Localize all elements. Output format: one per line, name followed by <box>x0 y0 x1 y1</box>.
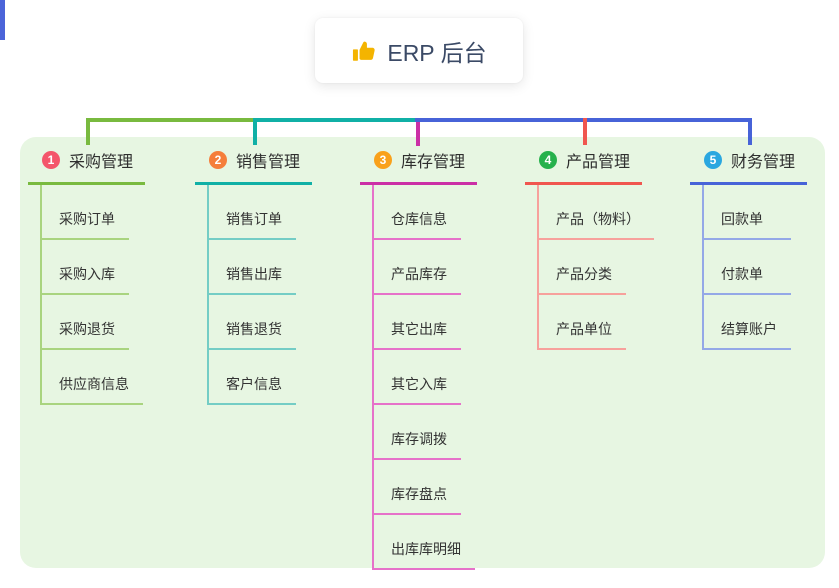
connector-drop-branch-1 <box>86 118 90 145</box>
tree-node-label: 采购订单 <box>42 209 129 240</box>
tree-node[interactable]: 产品分类 <box>539 240 654 295</box>
branch-children: 产品（物料） 产品分类 产品单位 <box>537 185 654 350</box>
root-node-card[interactable]: ERP 后台 <box>315 18 523 83</box>
tree-node[interactable]: 库存调拨 <box>374 405 475 460</box>
tree-node-label: 产品分类 <box>539 264 626 295</box>
tree-node-label: 销售出库 <box>209 264 296 295</box>
tree-node[interactable]: 采购入库 <box>42 240 143 295</box>
tree-node[interactable]: 仓库信息 <box>374 185 475 240</box>
tree-node[interactable]: 其它入库 <box>374 350 475 405</box>
branch-number-badge: 2 <box>209 151 227 169</box>
tree-node-label: 出库库明细 <box>374 539 475 570</box>
tree-node[interactable]: 销售出库 <box>209 240 296 295</box>
tree-node-label: 产品库存 <box>374 264 461 295</box>
tree-node-label: 库存调拨 <box>374 429 461 460</box>
tree-node[interactable]: 库存盘点 <box>374 460 475 515</box>
tree-node[interactable]: 产品单位 <box>539 295 654 350</box>
branch-number-badge: 5 <box>704 151 722 169</box>
branch-number-badge: 1 <box>42 151 60 169</box>
tree-node[interactable]: 产品（物料） <box>539 185 654 240</box>
branch-title-label: 产品管理 <box>566 154 631 171</box>
branch-title-inventory[interactable]: 3 库存管理 <box>360 148 477 185</box>
tree-node[interactable]: 供应商信息 <box>42 350 143 405</box>
branch-title-product[interactable]: 4 产品管理 <box>525 148 642 185</box>
connector-horizontal-branch-1 <box>86 118 257 122</box>
tree-node[interactable]: 销售订单 <box>209 185 296 240</box>
tree-node-label: 结算账户 <box>704 319 791 350</box>
connector-drop-branch-4 <box>583 118 587 145</box>
branch-finance-management: 5 财务管理 回款单 付款单 结算账户 <box>690 148 807 350</box>
tree-node[interactable]: 采购订单 <box>42 185 143 240</box>
connector-drop-branch-3 <box>416 122 420 146</box>
tree-node[interactable]: 客户信息 <box>209 350 296 405</box>
branches-panel <box>20 137 825 568</box>
tree-node[interactable]: 回款单 <box>704 185 791 240</box>
tree-node-label: 回款单 <box>704 209 791 240</box>
tree-node-label: 供应商信息 <box>42 374 143 405</box>
tree-node-label: 其它出库 <box>374 319 461 350</box>
branch-children: 销售订单 销售出库 销售退货 客户信息 <box>207 185 296 405</box>
tree-node-label: 销售退货 <box>209 319 296 350</box>
branch-title-finance[interactable]: 5 财务管理 <box>690 148 807 185</box>
tree-node-label: 其它入库 <box>374 374 461 405</box>
thumbs-up-icon <box>351 38 377 64</box>
tree-node-label: 仓库信息 <box>374 209 461 240</box>
tree-node[interactable]: 销售退货 <box>209 295 296 350</box>
branch-purchase-management: 1 采购管理 采购订单 采购入库 采购退货 供应商信息 <box>28 148 145 405</box>
connector-drop-branch-2 <box>253 118 257 145</box>
branch-title-label: 库存管理 <box>401 154 466 171</box>
tree-node-label: 采购入库 <box>42 264 129 295</box>
tree-node-label: 采购退货 <box>42 319 129 350</box>
mindmap-canvas: ERP 后台 1 采购管理 采购订单 采购入库 采购退货 供应商信息 2 销售管… <box>0 0 839 570</box>
branch-sales-management: 2 销售管理 销售订单 销售出库 销售退货 客户信息 <box>195 148 312 405</box>
connector-horizontal-branch-2 <box>255 118 418 122</box>
tree-node[interactable]: 其它出库 <box>374 295 475 350</box>
branch-children: 回款单 付款单 结算账户 <box>702 185 791 350</box>
branch-title-sales[interactable]: 2 销售管理 <box>195 148 312 185</box>
tree-node[interactable]: 结算账户 <box>704 295 791 350</box>
tree-node-label: 产品（物料） <box>539 209 654 240</box>
tree-node-label: 销售订单 <box>209 209 296 240</box>
branch-number-badge: 4 <box>539 151 557 169</box>
connector-drop-branch-5 <box>748 118 752 145</box>
branch-children: 仓库信息 产品库存 其它出库 其它入库 库存调拨 库存盘点 出库库明细 <box>372 185 475 570</box>
tree-node-label: 库存盘点 <box>374 484 461 515</box>
tree-node-label: 产品单位 <box>539 319 626 350</box>
branch-product-management: 4 产品管理 产品（物料） 产品分类 产品单位 <box>525 148 654 350</box>
tree-node[interactable]: 出库库明细 <box>374 515 475 570</box>
branch-inventory-management: 3 库存管理 仓库信息 产品库存 其它出库 其它入库 库存调拨 库存盘点 出库库… <box>360 148 477 570</box>
branch-title-label: 采购管理 <box>69 154 134 171</box>
tree-node[interactable]: 产品库存 <box>374 240 475 295</box>
root-node-title: ERP 后台 <box>387 39 487 66</box>
tree-node-label: 客户信息 <box>209 374 296 405</box>
branch-children: 采购订单 采购入库 采购退货 供应商信息 <box>40 185 143 405</box>
branch-title-purchase[interactable]: 1 采购管理 <box>28 148 145 185</box>
branch-number-badge: 3 <box>374 151 392 169</box>
branch-title-label: 财务管理 <box>731 154 796 171</box>
tree-node-label: 付款单 <box>704 264 791 295</box>
root-connector-line <box>0 0 5 40</box>
tree-node[interactable]: 付款单 <box>704 240 791 295</box>
tree-node[interactable]: 采购退货 <box>42 295 143 350</box>
branch-title-label: 销售管理 <box>236 154 301 171</box>
